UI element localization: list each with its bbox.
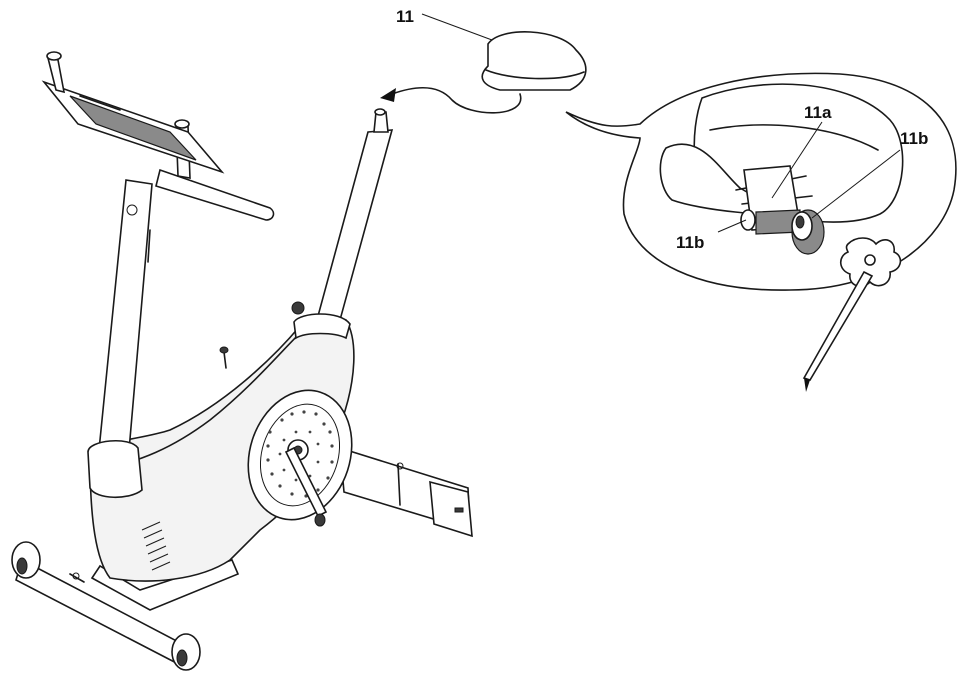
pedal-stub [223, 351, 227, 369]
detail-callout [565, 72, 957, 291]
wrench-tool [802, 237, 902, 392]
callout-nut-left: 11b [676, 233, 704, 252]
nut-left-leader-line [717, 219, 747, 233]
seat [481, 31, 587, 91]
nut-right-leader-line [811, 149, 901, 219]
callout-clamp: 11a [804, 103, 832, 122]
rear-stabilizer [339, 446, 473, 538]
front-stabilizer [11, 541, 201, 671]
shroud-vents [141, 521, 171, 571]
callout-seat: 11 [396, 7, 414, 26]
exercise-bike [11, 51, 473, 671]
clamp-leader-line [771, 121, 823, 199]
install-arrow [380, 86, 522, 114]
console-mast [87, 179, 153, 499]
seat-post [291, 108, 394, 340]
seat-leader-line [421, 13, 493, 41]
crank-arm [284, 446, 328, 527]
console [41, 51, 225, 174]
callout-nut-right: 11b [900, 129, 928, 148]
